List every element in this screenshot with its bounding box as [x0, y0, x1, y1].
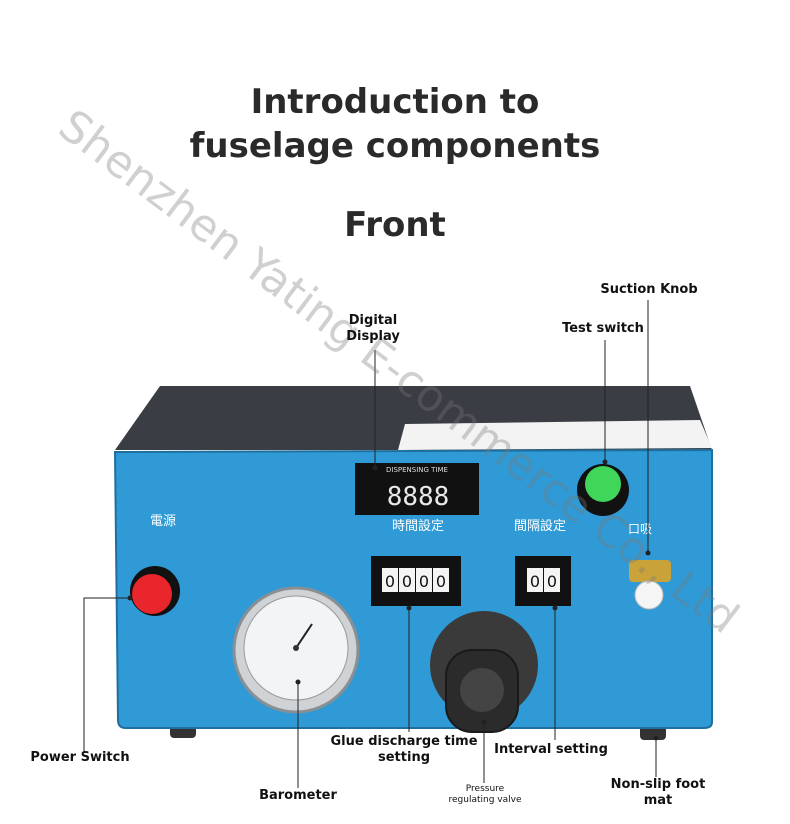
callout-dots — [127, 459, 659, 741]
barometer-hub — [293, 645, 299, 651]
suction-knob-fitting — [629, 560, 671, 582]
time-digits-cell — [433, 568, 449, 592]
suction-panel-label: 口吸 — [628, 522, 652, 536]
label-glue-time: Glue discharge time setting — [330, 734, 478, 765]
interval-digits-digit: 0 — [530, 572, 540, 591]
page-title: Introduction to fuselage components — [189, 82, 601, 166]
label-pressure-valve: Pressure regulating valve — [448, 784, 522, 805]
time-digits-cell — [382, 568, 398, 592]
power-switch — [132, 574, 172, 614]
test-switch — [585, 466, 621, 502]
time-digits-digit: 0 — [385, 572, 395, 591]
label-digital-display: Digital Display — [346, 313, 400, 344]
interval-digits-digit: 0 — [547, 572, 557, 591]
interval-panel-label: 間隔設定 — [514, 518, 566, 534]
callout-lines — [83, 300, 657, 788]
label-suction-knob: Suction Knob — [600, 282, 698, 297]
section-subtitle: Front — [344, 205, 446, 245]
time-digits-digit: 0 — [402, 572, 412, 591]
pressure-valve-cap — [460, 668, 504, 712]
display-digits: 8888 — [387, 482, 450, 512]
label-foot-mat: Non-slip foot mat — [610, 777, 706, 808]
time-digits-digit: 0 — [419, 572, 429, 591]
label-interval-setting: Interval setting — [494, 742, 608, 757]
time-panel-label: 時間設定 — [392, 518, 444, 534]
label-barometer: Barometer — [259, 788, 337, 803]
suction-knob — [634, 580, 664, 610]
time-digits-cell — [399, 568, 415, 592]
barometer-needle — [295, 623, 313, 649]
display-header: DISPENSING TIME — [386, 466, 448, 474]
interval-digits-cell — [544, 568, 560, 592]
label-power-switch: Power Switch — [30, 750, 130, 765]
time-digits-digit: 0 — [436, 572, 446, 591]
power-panel-label: 電源 — [150, 514, 176, 529]
warning-sticker — [398, 420, 712, 450]
digital-display — [355, 463, 479, 515]
time-digits-cell — [416, 568, 432, 592]
interval-digits-cell — [527, 568, 543, 592]
label-test-switch: Test switch — [562, 321, 644, 336]
